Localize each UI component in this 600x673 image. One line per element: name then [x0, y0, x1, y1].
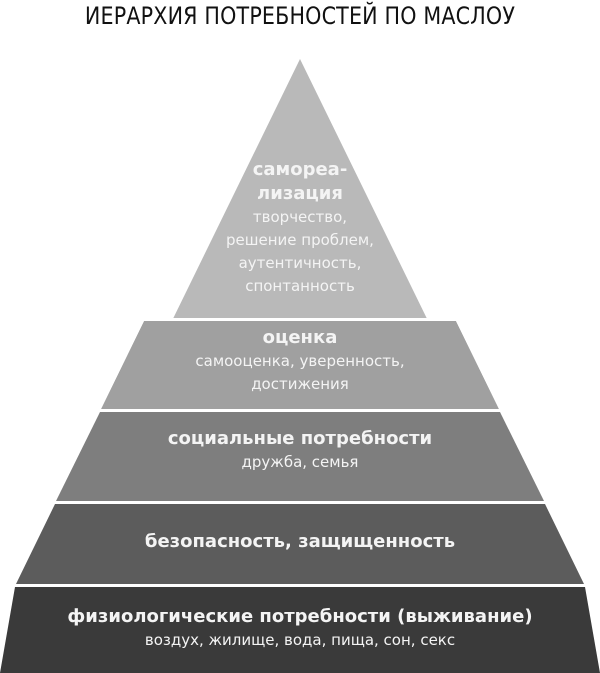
level-heading: безопасность, защищенность [144, 531, 456, 552]
level-self-actualization-shape [145, 59, 455, 376]
level-self-actualization: самореа- лизация творчество, решение про… [0, 158, 600, 298]
level-detail: воздух, жилище, вода, пища, сон, секс [144, 631, 456, 649]
mask [456, 321, 600, 409]
level-detail: самооценка, уверенность, [195, 352, 405, 370]
level-detail: достижения [251, 375, 349, 393]
level-physiological: физиологические потребности (выживание) … [0, 605, 600, 652]
level-detail: дружба, семья [241, 453, 359, 471]
mask [0, 321, 144, 409]
level-detail: спонтанность [245, 277, 355, 295]
level-heading: социальные потребности [167, 428, 433, 449]
level-social-shape [56, 412, 544, 501]
level-safety: безопасность, защищенность [0, 530, 600, 554]
level-heading: лизация [257, 183, 343, 204]
level-detail: аутентичность, [238, 254, 362, 272]
separator [0, 409, 600, 412]
diagram-title: ИЕРАРХИЯ ПОТРЕБНОСТЕЙ ПО МАСЛОУ [84, 2, 516, 30]
level-heading: оценка [262, 327, 338, 348]
level-social: социальные потребности дружба, семья [0, 427, 600, 474]
level-physiological-shape [0, 587, 600, 673]
level-heading: самореа- [252, 159, 348, 180]
level-safety-shape [16, 504, 584, 584]
separator [0, 318, 600, 321]
level-esteem-shape [101, 321, 499, 409]
separator [0, 584, 600, 587]
separator [0, 501, 600, 504]
level-detail: творчество, [252, 208, 348, 226]
level-detail: решение проблем, [226, 231, 374, 249]
level-esteem: оценка самооценка, уверенность, достижен… [0, 326, 600, 396]
level-heading: физиологические потребности (выживание) [67, 606, 533, 627]
